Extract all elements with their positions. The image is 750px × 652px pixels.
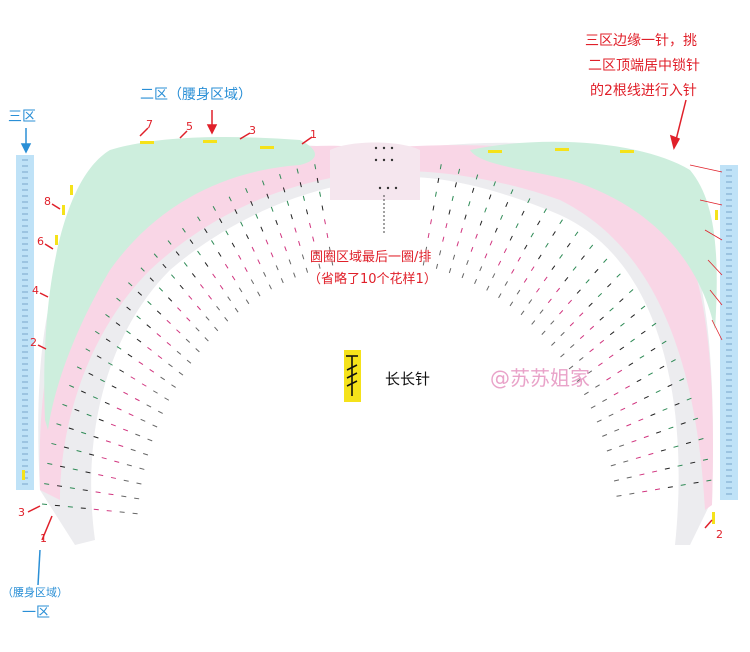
- center-circle-area: [330, 142, 420, 200]
- row-number-left-2: 2: [30, 336, 37, 349]
- row-number-bottom-right-2: 2: [716, 528, 723, 541]
- center-note-line2: （省略了10个花样1）: [308, 272, 437, 287]
- green-band-left: [44, 137, 316, 430]
- center-dots: [374, 146, 398, 190]
- right-ruler-zone3: [720, 165, 738, 500]
- zone3-left-label: 三区: [8, 109, 36, 125]
- watermark: @苏苏姐家: [490, 366, 590, 390]
- yellow-highlights: [22, 140, 718, 524]
- legend-label: 长长针: [385, 370, 431, 388]
- row-number-left-8: 8: [44, 195, 51, 208]
- row-number-top-7: 7: [146, 118, 153, 131]
- row-number-top-1: 1: [310, 128, 317, 141]
- row-number-left-6: 6: [37, 235, 44, 248]
- left-ruler-zone3: [16, 155, 34, 490]
- top-right-note-line1: 三区边缘一针，挑: [585, 33, 697, 49]
- stitch-symbols: [41, 164, 712, 515]
- zone1-label: 一区: [22, 605, 50, 621]
- blue-arrows: [20, 128, 41, 586]
- green-band-right: [470, 141, 717, 330]
- right-ruler-ticks: [726, 169, 732, 495]
- row-number-left-4: 4: [32, 284, 39, 297]
- top-right-note-line2: 二区顶端居中锁针: [588, 58, 700, 74]
- zone1-sub-label: （腰身区域）: [2, 586, 68, 599]
- right-row-leaders: [689, 164, 723, 341]
- red-arrows: [27, 99, 713, 541]
- top-right-note-line3: 的2根线进行入针: [590, 83, 697, 99]
- row-number-top-5: 5: [186, 120, 193, 133]
- legend-treble-symbol: [346, 355, 358, 396]
- row-number-top-3: 3: [249, 124, 256, 137]
- row-number-bottom-left-3: 3: [18, 506, 25, 519]
- row-number-bottom-left-1: 1: [40, 532, 47, 545]
- left-ruler-ticks: [22, 159, 28, 485]
- zone2-top-label: 二区（腰身区域）: [140, 87, 252, 103]
- center-note-line1: 圆圈区域最后一圈/排: [310, 250, 432, 265]
